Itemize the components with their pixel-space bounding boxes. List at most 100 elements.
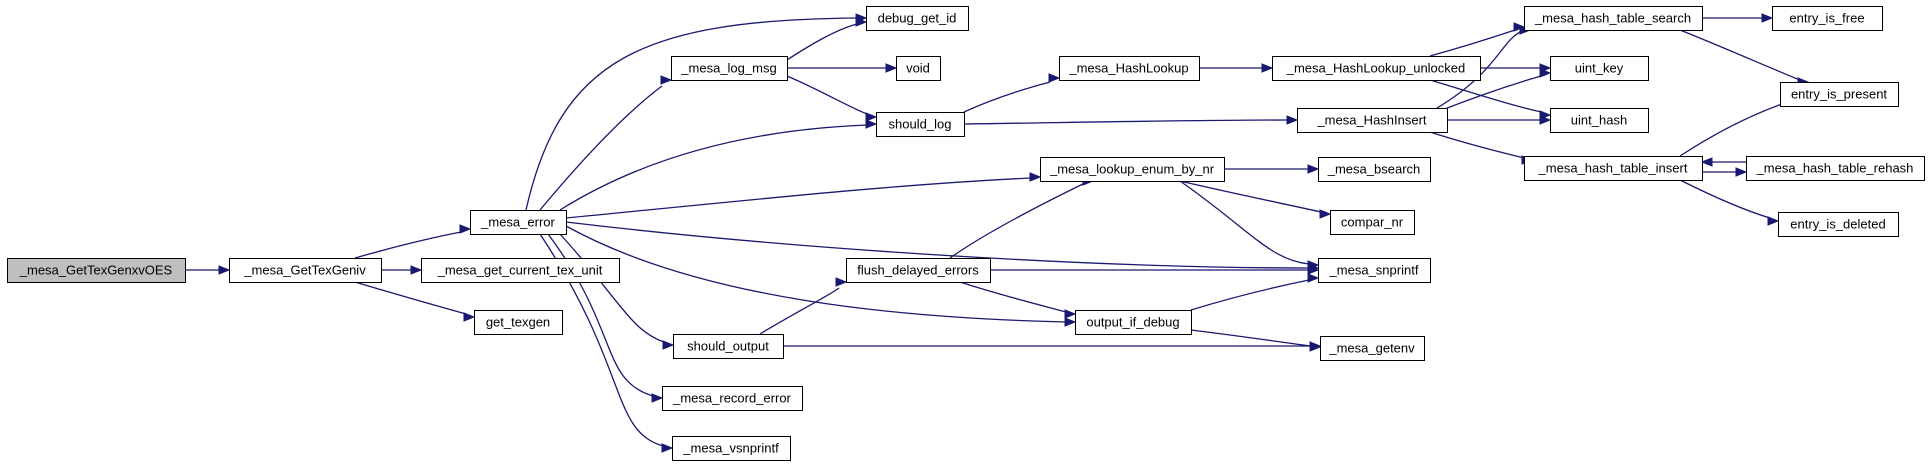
node-box (7, 258, 186, 283)
node-hashtablerehash[interactable]: _mesa_hash_table_rehash (1746, 156, 1925, 181)
node-box (1330, 210, 1415, 235)
node-recorderror[interactable]: _mesa_record_error (662, 386, 803, 411)
node-box (470, 210, 567, 235)
arrowhead-icon (1286, 115, 1299, 125)
node-uinthash[interactable]: uint_hash (1550, 108, 1649, 133)
node-label: _mesa_record_error (672, 391, 791, 406)
arrowhead-icon (1513, 22, 1526, 32)
edge-shouldlog-to-hashinsert (963, 115, 1299, 125)
edge-hashlookupunlocked-to-hashtablesearch (1429, 22, 1526, 57)
node-bsearch[interactable]: _mesa_bsearch (1318, 157, 1431, 182)
node-label: should_log (889, 117, 952, 132)
node-label: _mesa_hash_table_search (1534, 11, 1691, 26)
arrowhead-icon (885, 63, 898, 73)
node-snprintf[interactable]: _mesa_snprintf (1318, 258, 1431, 283)
edge-root-to-gettexgeniv (185, 265, 231, 275)
arrowhead-icon (1735, 167, 1748, 177)
node-box (662, 386, 803, 411)
node-root[interactable]: _mesa_GetTexGenxvOES (7, 258, 186, 283)
edge-line (1179, 180, 1310, 265)
edge-hashtableinsert-to-entryisdeleted (1679, 179, 1780, 226)
node-getenv[interactable]: _mesa_getenv (1320, 336, 1425, 361)
edge-line (1429, 131, 1525, 159)
node-box (671, 56, 788, 81)
node-box (1272, 56, 1481, 81)
edge-line (1190, 329, 1312, 347)
node-label: _mesa_getenv (1328, 341, 1415, 356)
edge-error-to-shouldlog (559, 119, 878, 211)
node-comparnr[interactable]: compar_nr (1330, 210, 1415, 235)
node-lookupenum[interactable]: _mesa_lookup_enum_by_nr (1040, 157, 1225, 182)
node-debuggetid[interactable]: debug_get_id (866, 6, 969, 31)
edge-line (1679, 29, 1801, 81)
node-gettexgeniv[interactable]: _mesa_GetTexGeniv (229, 258, 382, 283)
edge-line (1429, 79, 1542, 113)
node-entryispresent[interactable]: entry_is_present (1780, 82, 1899, 107)
node-box (673, 334, 784, 359)
node-shouldoutput[interactable]: should_output (673, 334, 784, 359)
node-label: uint_hash (1571, 113, 1627, 128)
node-label: _mesa_HashInsert (1316, 113, 1426, 128)
arrowhead-icon (1767, 216, 1780, 226)
node-label: _mesa_get_current_tex_unit (437, 263, 603, 278)
arrowhead-icon (865, 119, 878, 129)
arrowhead-icon (1307, 273, 1320, 283)
node-label: void (906, 61, 930, 76)
node-box (1550, 56, 1649, 81)
edge-logmsg-to-debuggetid (786, 17, 868, 61)
arrowhead-icon (1048, 73, 1061, 83)
edge-error-to-lookupenum (565, 172, 1042, 219)
edge-outputifdebug-to-snprintf (1190, 273, 1320, 311)
node-label: entry_is_free (1789, 11, 1864, 26)
node-hashinsert[interactable]: _mesa_HashInsert (1297, 108, 1448, 133)
node-hashlookupunlocked[interactable]: _mesa_HashLookup_unlocked (1272, 56, 1481, 81)
node-vsnprintf[interactable]: _mesa_vsnprintf (672, 436, 791, 461)
node-outputifdebug[interactable]: output_if_debug (1075, 310, 1192, 335)
node-uintkey[interactable]: uint_key (1550, 56, 1649, 81)
edge-line (565, 177, 1032, 219)
node-gettexgen[interactable]: get_texgen (474, 310, 563, 335)
arrowhead-icon (855, 17, 868, 27)
node-label: _mesa_hash_table_rehash (1756, 161, 1914, 176)
edge-logmsg-to-void (787, 63, 898, 73)
node-box (1297, 108, 1448, 133)
edge-gettexgeniv-to-curtexunit (381, 265, 423, 275)
edge-error-to-outputifdebug (565, 225, 1077, 327)
node-label: _mesa_GetTexGenxvOES (19, 263, 173, 278)
edge-line (1190, 279, 1310, 311)
node-entryisdeleted[interactable]: entry_is_deleted (1778, 212, 1899, 237)
arrowhead-icon (1064, 309, 1077, 319)
arrowhead-icon (662, 340, 675, 350)
edge-shouldoutput-to-getenv (783, 341, 1322, 351)
node-box (1550, 108, 1649, 133)
arrowhead-icon (463, 312, 476, 322)
node-flushdelayed[interactable]: flush_delayed_errors (846, 258, 991, 283)
edge-line (1179, 180, 1322, 213)
arrowhead-icon (1307, 164, 1320, 174)
node-hashlookup[interactable]: _mesa_HashLookup (1059, 56, 1200, 81)
node-hashtablesearch[interactable]: _mesa_hash_table_search (1524, 6, 1703, 31)
edge-line (565, 221, 1310, 269)
node-label: _mesa_HashLookup_unlocked (1286, 61, 1466, 76)
edge-hashtableinsert-to-hashtablerehash (1702, 167, 1748, 177)
edge-lookupenum-to-bsearch (1224, 164, 1320, 174)
edge-line (559, 233, 665, 343)
arrowhead-icon (1539, 68, 1552, 78)
node-label: uint_key (1575, 61, 1624, 76)
arrowhead-icon (410, 265, 423, 275)
node-error[interactable]: _mesa_error (470, 210, 567, 235)
arrowhead-icon (1261, 63, 1274, 73)
call-edges (185, 13, 1810, 453)
node-label: flush_delayed_errors (857, 263, 979, 278)
node-hashtableinsert[interactable]: _mesa_hash_table_insert (1524, 156, 1703, 181)
node-entryisfree[interactable]: entry_is_free (1772, 6, 1883, 31)
edge-line (354, 231, 462, 259)
node-label: _mesa_GetTexGeniv (243, 263, 366, 278)
arrowhead-icon (1307, 265, 1320, 275)
node-label: _mesa_error (480, 215, 555, 230)
node-void[interactable]: void (896, 56, 941, 81)
node-curtexunit[interactable]: _mesa_get_current_tex_unit (421, 258, 620, 283)
node-shouldlog[interactable]: should_log (876, 112, 965, 137)
node-logmsg[interactable]: _mesa_log_msg (671, 56, 788, 81)
edge-line (354, 281, 467, 315)
